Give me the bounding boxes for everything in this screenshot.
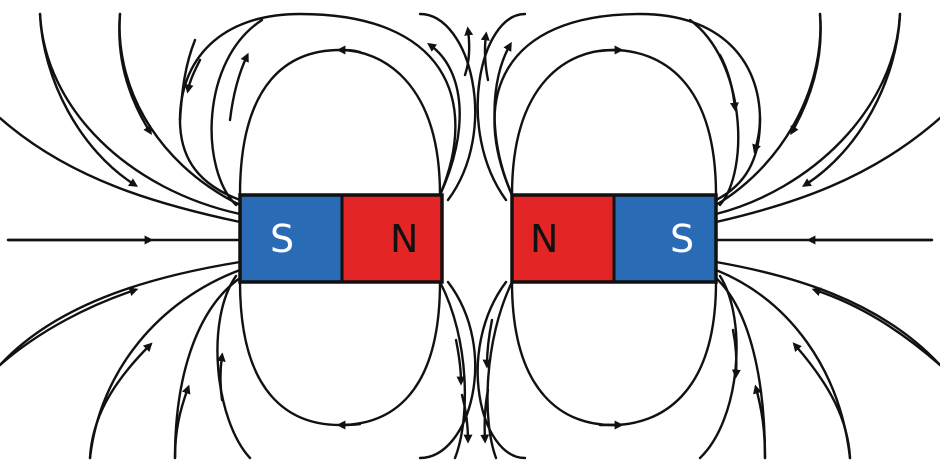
field-line [795,345,850,458]
field-line [240,50,440,195]
field-line [240,282,440,425]
field-line [230,56,247,120]
field-line [512,282,716,425]
right-magnet-n-label: N [530,217,558,261]
field-line [175,388,188,458]
field-line [0,262,240,365]
field-line [0,290,135,365]
field-line [700,276,737,458]
field-line [792,14,821,132]
field-line [716,278,765,458]
field-line [815,290,940,365]
field-line [0,118,240,222]
field-line [217,276,250,458]
field-line [690,20,738,205]
field-line [90,345,150,458]
field-line [716,14,820,205]
field-line [600,50,620,51]
field-line [716,262,940,365]
field-line [512,50,716,195]
right-magnet-s-label: S [670,217,694,261]
field-line [756,388,765,458]
field-line [180,14,455,200]
left-magnet-s-label: S [270,217,294,261]
right-magnet-n-pole [512,195,614,282]
left-bar-magnet: S N [240,195,442,282]
field-line [175,278,240,458]
field-line [340,424,360,425]
field-line [212,20,262,205]
right-magnet-s-pole [614,195,716,282]
right-bar-magnet: N S [512,195,716,282]
field-line [494,14,760,200]
left-magnet-n-label: N [390,217,418,261]
field-line [485,35,488,80]
field-line [221,356,223,400]
field-line [755,118,760,150]
field-line [119,14,150,132]
